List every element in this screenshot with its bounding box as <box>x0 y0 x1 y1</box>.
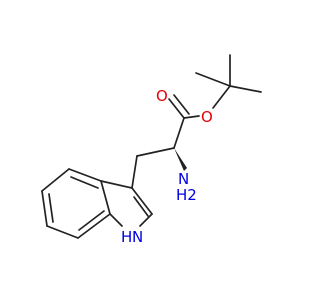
bond-c3-c2-inner <box>133 196 149 217</box>
bond-layer <box>41 54 262 239</box>
bond-c7-c7a-inner <box>78 210 105 231</box>
amino-nitrogen-label: N <box>178 170 189 188</box>
bond-c4-c5 <box>41 168 70 192</box>
bond-c5-c6 <box>41 190 48 227</box>
bond-carbonyl-alpha <box>173 117 185 149</box>
ester-oxygen-label: O <box>201 108 213 126</box>
bond-carbonyl-double-1 <box>168 98 185 119</box>
molecule-structure: O O N H2 H N <box>41 54 262 246</box>
indole-h-label: H <box>121 228 132 246</box>
bond-c2-n1 <box>139 213 153 227</box>
bond-tbu-methyl-right <box>229 85 262 93</box>
bond-c7-c7a <box>77 213 111 239</box>
bond-tbu-methyl-left <box>195 72 231 87</box>
bond-c6-c7 <box>46 225 79 239</box>
bond-beta-indole-c3 <box>131 155 138 189</box>
bond-c3a-c3 <box>100 180 133 189</box>
bond-carbonyl-double-2 <box>173 94 190 115</box>
amino-h2-label: H2 <box>176 186 197 204</box>
bond-c3a-c4-inner <box>70 176 99 189</box>
label-layer: O O N H2 H N <box>121 87 213 246</box>
bond-c7a-c3a <box>100 180 111 215</box>
indole-n-label: N <box>132 228 143 246</box>
carbonyl-oxygen-label: O <box>156 87 168 105</box>
bond-c3-c2 <box>131 187 153 215</box>
bond-ester-oxygen-carbonyl-carbon <box>183 115 200 119</box>
bond-tbu-ester-oxygen <box>212 85 231 109</box>
bond-c3a-c4 <box>68 168 102 182</box>
bond-n1-c7a <box>109 213 123 227</box>
bond-alpha-beta <box>136 147 175 157</box>
bond-alpha-amino-wedge <box>174 148 187 171</box>
bond-c5-c6-inner <box>48 193 54 223</box>
